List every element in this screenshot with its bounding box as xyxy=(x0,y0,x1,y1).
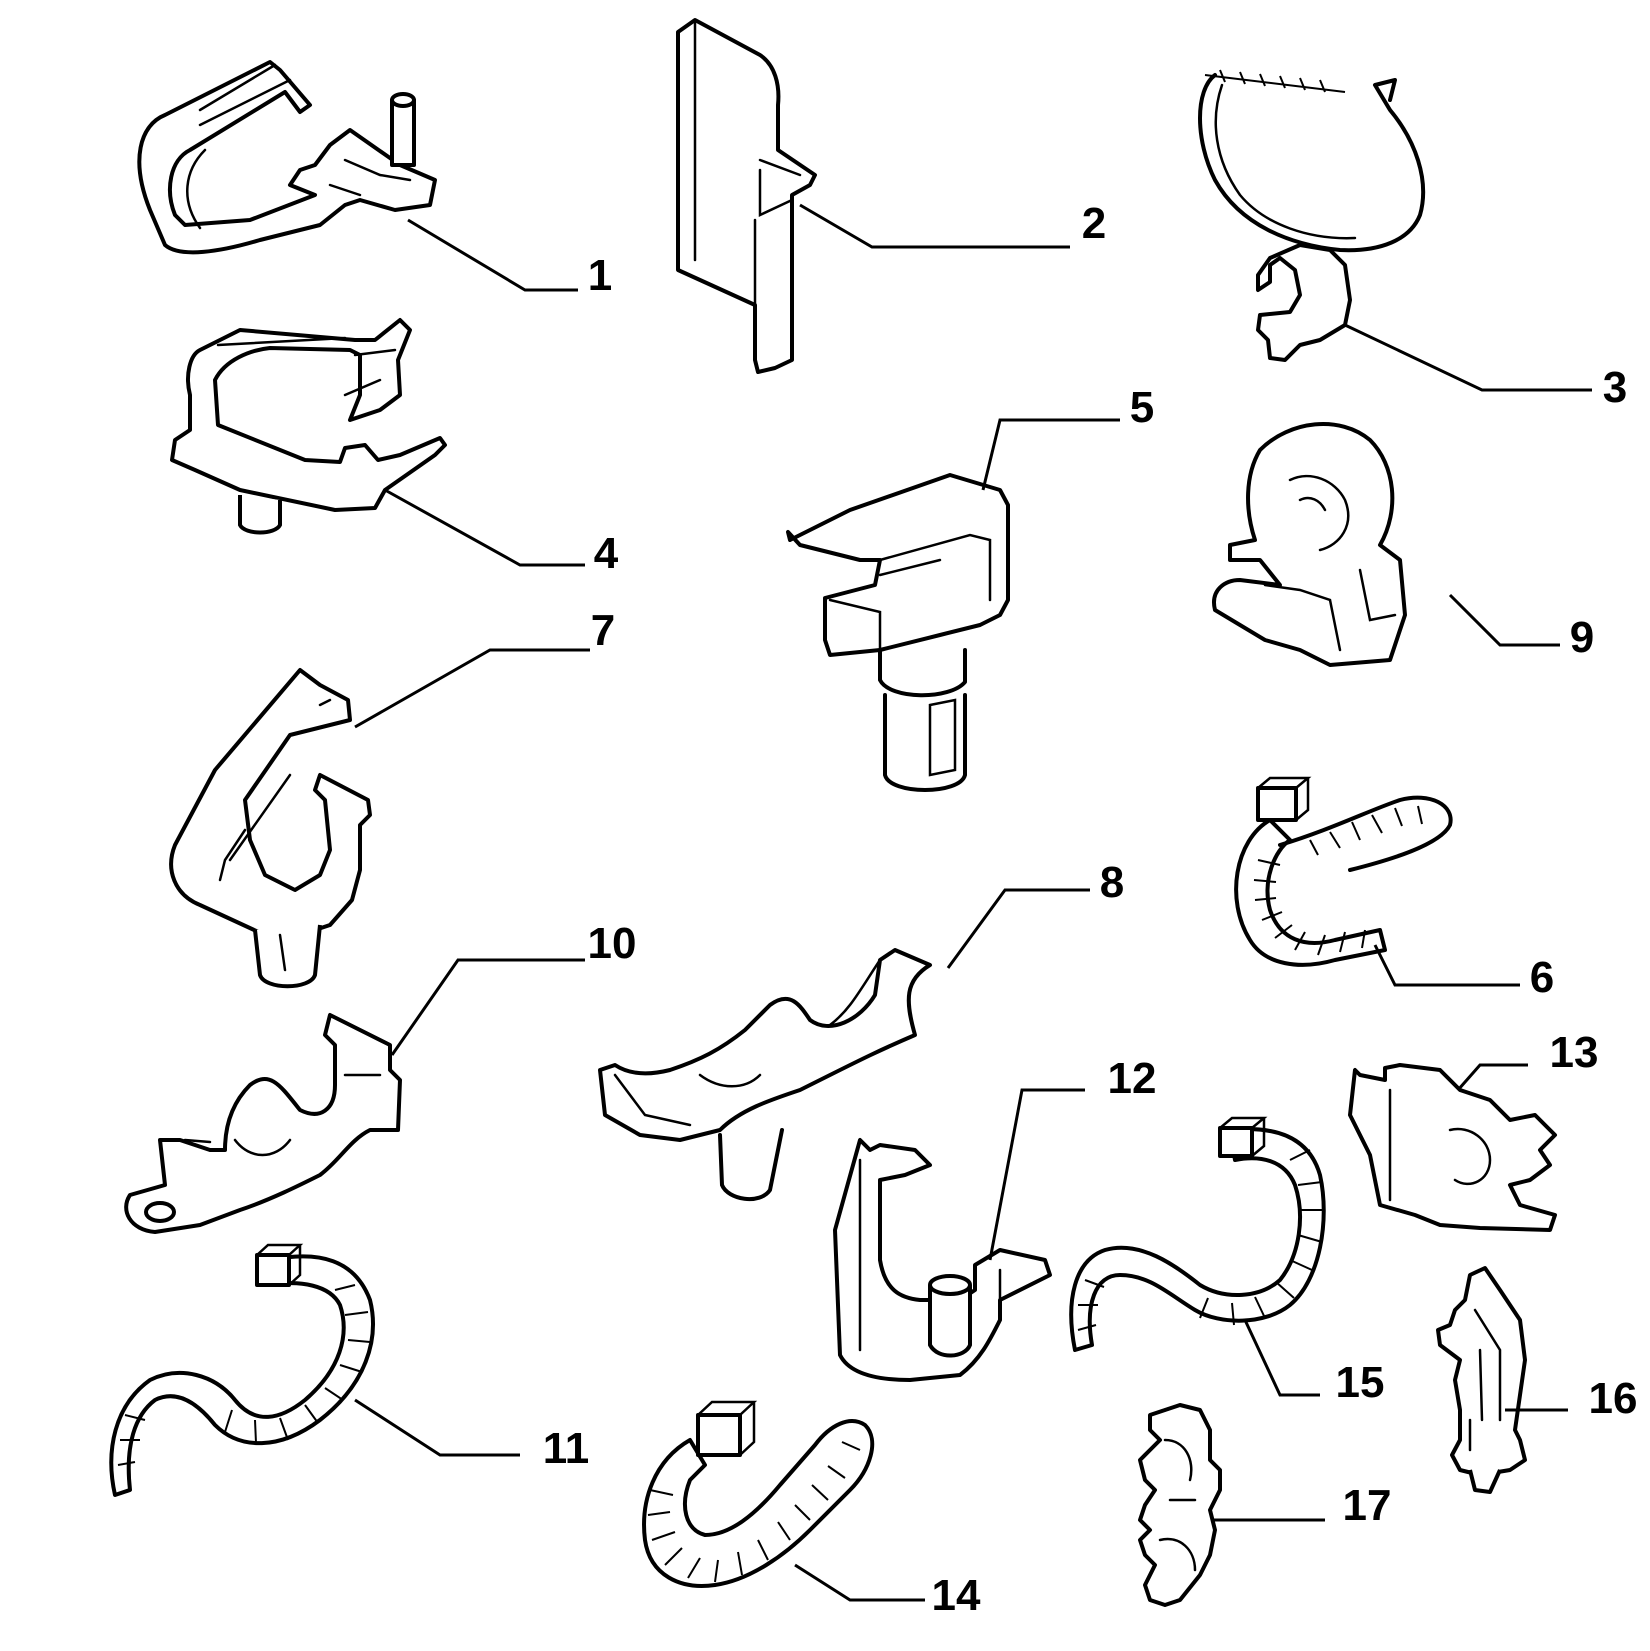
callout-5: 5 xyxy=(1130,383,1154,432)
part-13-clip xyxy=(1348,1063,1557,1232)
part-3-band-clip xyxy=(1198,69,1426,362)
leader-11 xyxy=(354,1398,520,1457)
callout-6: 6 xyxy=(1530,953,1554,1002)
leader-2 xyxy=(799,203,1070,249)
part-5-holder xyxy=(786,473,1010,792)
leader-9 xyxy=(1448,593,1560,647)
leader-6 xyxy=(1373,944,1520,987)
part-6-cable-tie xyxy=(1234,776,1453,967)
leader-12 xyxy=(988,1088,1085,1261)
callout-11: 11 xyxy=(543,1424,590,1473)
callout-9: 9 xyxy=(1570,613,1594,662)
callout-13: 13 xyxy=(1550,1028,1599,1077)
callout-4: 4 xyxy=(594,529,619,578)
callout-8: 8 xyxy=(1100,858,1124,907)
part-15-cable-tie xyxy=(1069,1116,1326,1352)
leader-15 xyxy=(1243,1319,1320,1397)
leader-10 xyxy=(390,958,585,1056)
leader-5 xyxy=(981,418,1120,491)
part-11-cable-tie xyxy=(109,1243,375,1497)
callout-12: 12 xyxy=(1108,1054,1157,1103)
part-14-cable-tie xyxy=(642,1400,875,1588)
part-8-saddle xyxy=(598,948,932,1202)
leader-1 xyxy=(407,218,578,292)
callout-1: 1 xyxy=(588,251,612,300)
callout-14: 14 xyxy=(932,1571,981,1620)
part-4-clip xyxy=(170,318,447,535)
leader-8 xyxy=(946,888,1090,969)
part-12-clip xyxy=(833,1138,1052,1382)
callout-7: 7 xyxy=(591,606,615,655)
callout-17: 17 xyxy=(1343,1481,1392,1530)
callout-16: 16 xyxy=(1589,1374,1638,1423)
callout-labels: 1 2 3 4 5 6 7 8 9 10 11 12 13 14 15 16 1… xyxy=(543,199,1638,1620)
callout-15: 15 xyxy=(1336,1358,1385,1407)
leader-13 xyxy=(1456,1063,1528,1091)
part-2-plate xyxy=(676,18,817,374)
part-10-clamp xyxy=(124,1013,402,1234)
leader-14 xyxy=(794,1563,925,1602)
callout-10: 10 xyxy=(588,919,637,968)
part-7-clip xyxy=(169,668,372,989)
leader-lines xyxy=(354,203,1592,1602)
part-17-double-clip xyxy=(1138,1403,1222,1607)
callout-3: 3 xyxy=(1603,363,1627,412)
part-9-clip xyxy=(1212,422,1407,667)
callout-2: 2 xyxy=(1082,199,1106,248)
leader-7 xyxy=(354,648,590,729)
leader-3 xyxy=(1344,323,1592,392)
part-16-push-clip xyxy=(1436,1266,1527,1494)
part-1-clip xyxy=(137,60,437,255)
leader-4 xyxy=(384,488,585,567)
